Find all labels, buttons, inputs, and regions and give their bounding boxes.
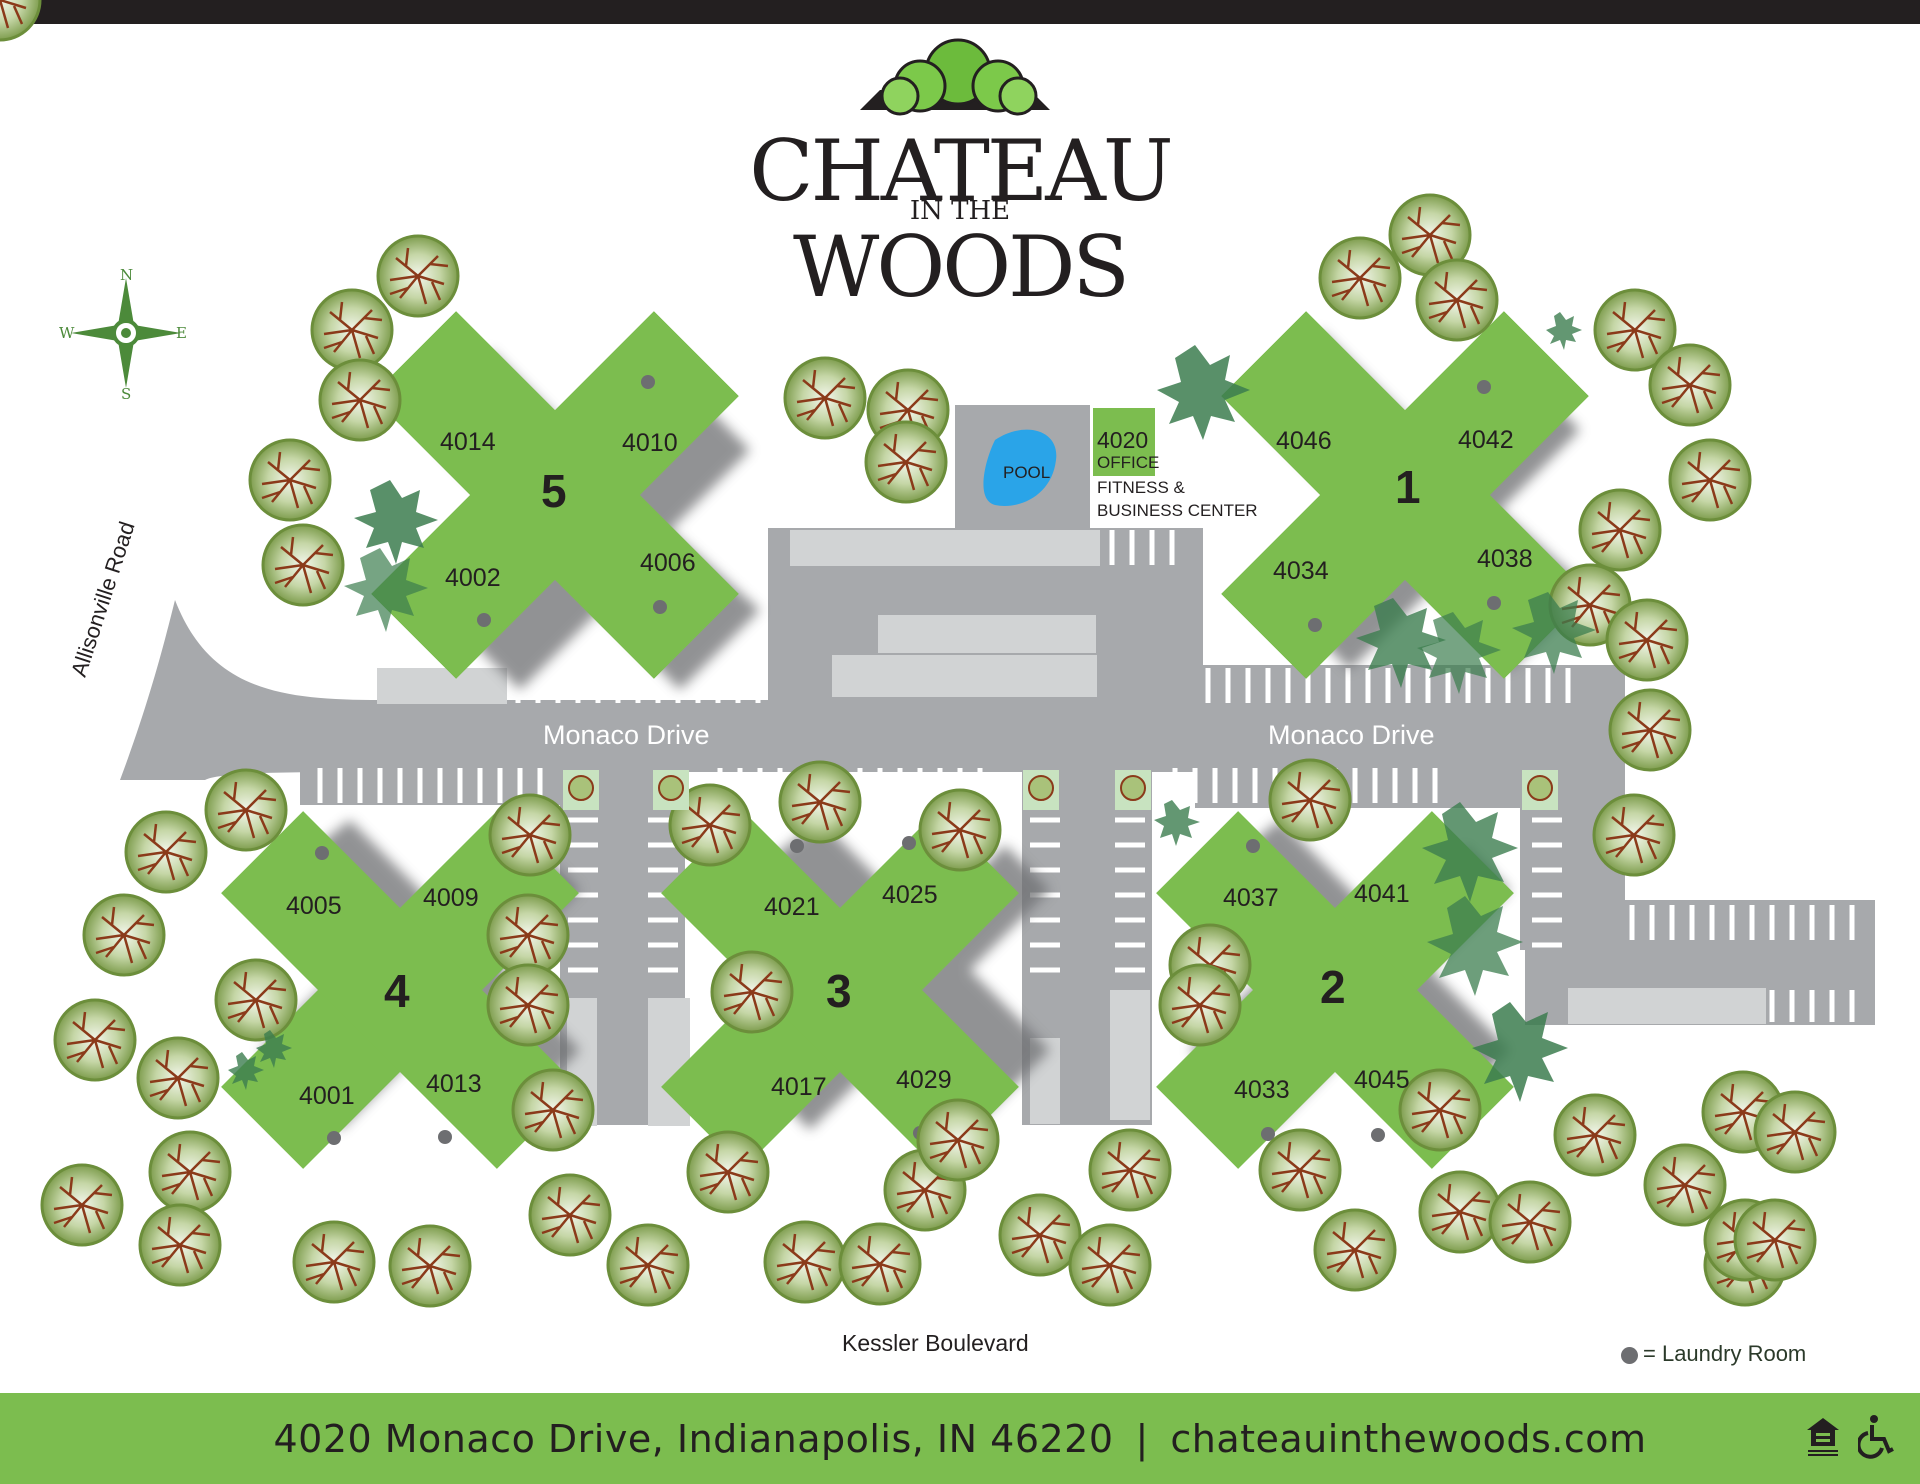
footer-address: 4020 Monaco Drive, Indianapolis, IN 4622…	[273, 1416, 1114, 1461]
unit-4025[interactable]: 4025	[882, 881, 938, 909]
footer-bar: 4020 Monaco Drive, Indianapolis, IN 4622…	[0, 1393, 1920, 1484]
compass-south: S	[121, 385, 132, 403]
office-label: OFFICE	[1097, 453, 1160, 472]
footer-separator: |	[1135, 1416, 1149, 1461]
pool-label[interactable]: POOL	[1003, 463, 1051, 482]
wheelchair-icon	[1858, 1415, 1894, 1459]
unit-4010[interactable]: 4010	[622, 429, 678, 457]
unit-4014[interactable]: 4014	[440, 428, 496, 456]
logo-trees-icon	[860, 38, 1050, 116]
top-bar	[0, 0, 1920, 24]
trees	[0, 0, 42, 42]
footer-website[interactable]: chateauinthewoods.com	[1170, 1416, 1647, 1461]
equal-housing-opportunity-icon	[1807, 1418, 1839, 1456]
laundry-room-legend-label: = Laundry Room	[1643, 1341, 1807, 1366]
site-map	[0, 0, 1875, 1308]
building-5-number: 5	[541, 465, 567, 517]
unit-4041[interactable]: 4041	[1354, 880, 1410, 908]
building-1-number: 1	[1395, 461, 1421, 513]
compass-west: W	[59, 324, 75, 342]
logo-line-in-the: IN THE	[909, 196, 1011, 226]
building-4-number: 4	[384, 965, 410, 1017]
unit-4033[interactable]: 4033	[1234, 1076, 1290, 1104]
unit-4001[interactable]: 4001	[299, 1082, 355, 1110]
unit-4005[interactable]: 4005	[286, 892, 342, 920]
monaco-drive-east-label: Monaco Drive	[1268, 720, 1435, 750]
unit-4038[interactable]: 4038	[1477, 545, 1533, 573]
unit-4042[interactable]: 4042	[1458, 426, 1514, 454]
unit-4021[interactable]: 4021	[764, 893, 820, 921]
kessler-boulevard-label: Kessler Boulevard	[842, 1330, 1029, 1356]
unit-4045[interactable]: 4045	[1354, 1066, 1410, 1094]
unit-4013[interactable]: 4013	[426, 1070, 482, 1098]
unit-4009[interactable]: 4009	[423, 884, 479, 912]
unit-4002[interactable]: 4002	[445, 564, 501, 592]
compass-north: N	[120, 266, 134, 284]
fitness-label: FITNESS &	[1097, 478, 1185, 497]
logo: CHATEAU IN THE WOODS	[740, 36, 1180, 316]
building-2-number: 2	[1320, 961, 1346, 1013]
unit-4006[interactable]: 4006	[640, 549, 696, 577]
compass-rose	[71, 278, 181, 388]
business-center-label: BUSINESS CENTER	[1097, 501, 1258, 520]
office-number[interactable]: 4020	[1097, 427, 1149, 453]
unit-4017[interactable]: 4017	[771, 1073, 827, 1101]
compass-east: E	[176, 324, 187, 342]
logo-line-chateau: CHATEAU	[749, 122, 1173, 220]
building-3-number: 3	[826, 965, 852, 1017]
laundry-room-legend-dot	[1621, 1347, 1638, 1364]
unit-4029[interactable]: 4029	[896, 1066, 952, 1094]
monaco-drive-west-label: Monaco Drive	[543, 720, 710, 750]
unit-4037[interactable]: 4037	[1223, 884, 1279, 912]
unit-4046[interactable]: 4046	[1276, 427, 1332, 455]
logo-line-woods: WOODS	[793, 218, 1130, 316]
unit-4034[interactable]: 4034	[1273, 557, 1329, 585]
